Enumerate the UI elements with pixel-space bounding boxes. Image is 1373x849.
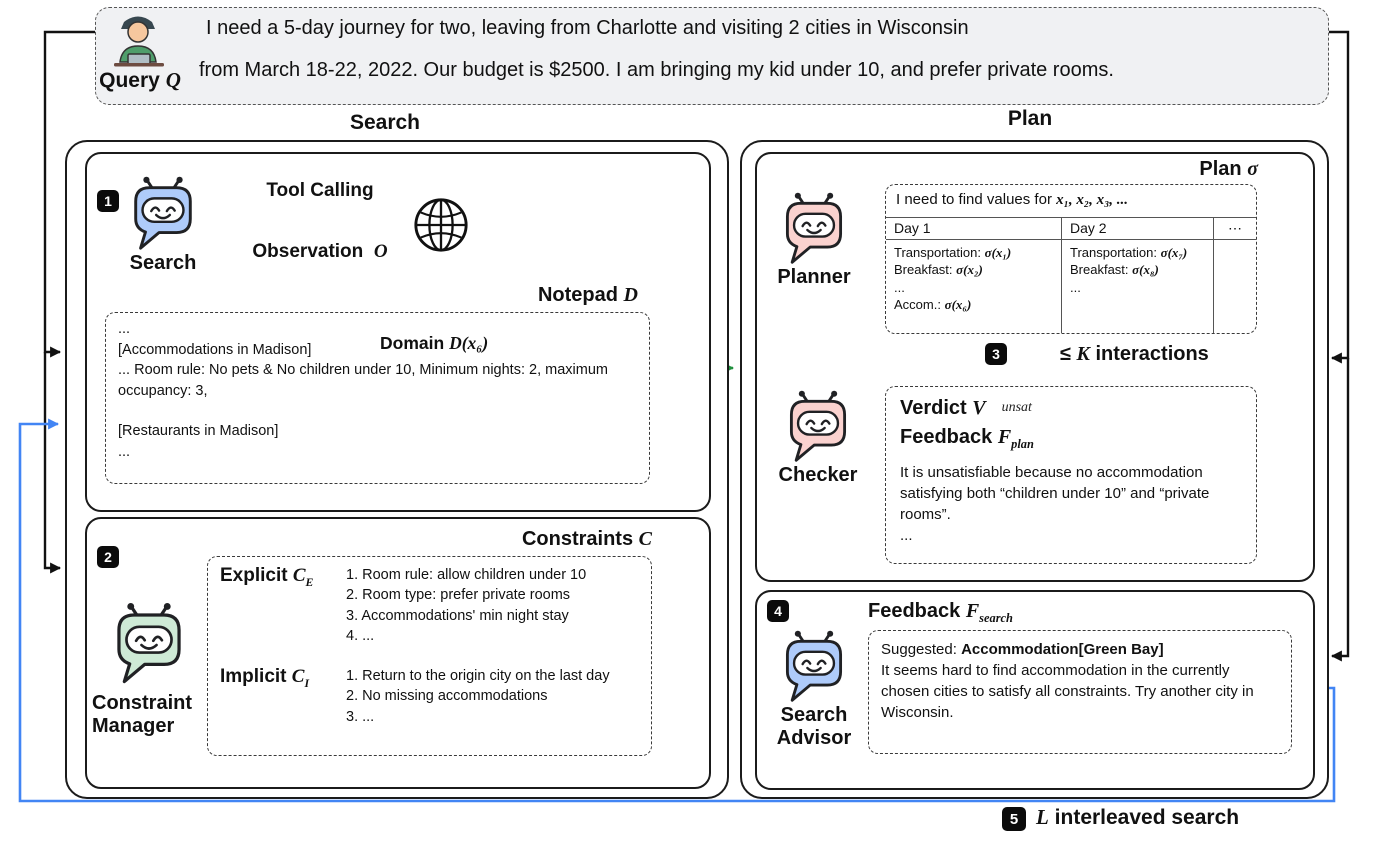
checker-label: Checker <box>778 464 858 486</box>
tool-calling-label: Tool Calling <box>266 180 374 201</box>
plan-table-day1-cell: Transportation: σ(x₁) Breakfast: σ(x₂) .… <box>886 240 1062 333</box>
step-badge-5: 5 <box>1002 807 1026 831</box>
arrow-query-to-search-box <box>43 30 95 358</box>
user-icon <box>114 16 164 67</box>
notepad-dots-bottom: ... <box>118 443 131 460</box>
constraint-manager-icon <box>117 603 181 684</box>
list-item: 1. Room rule: allow children under 10 <box>346 567 587 583</box>
verdict-value: unsat <box>1001 400 1032 415</box>
checker-icon <box>789 390 847 462</box>
constraints-title: Constraints C <box>521 528 652 550</box>
arrow-query-to-advisor-box <box>1330 358 1350 662</box>
checker-feedback-dots: ... <box>900 527 913 544</box>
k-interactions-label: ≤ K interactions <box>1060 343 1209 365</box>
arrow-query-to-constraints-box <box>43 352 62 574</box>
section-title-plan: Plan <box>1007 107 1053 130</box>
list-item: 3. ... <box>346 708 375 725</box>
step-badge-3: 3 <box>985 343 1007 365</box>
plan-table-header-day2: Day 2 <box>1062 217 1214 240</box>
search-advisor-label: Search Advisor <box>776 704 852 749</box>
plan-table-header-day1: Day 1 <box>886 217 1062 240</box>
plan-table-header-more: ⋯ <box>1214 217 1256 240</box>
notepad-title: Notepad D <box>537 284 638 306</box>
feedback-search-title: Feedback Fsearch <box>868 600 1013 625</box>
step-badge-2: 2 <box>97 546 119 568</box>
list-item: 1. Return to the origin city on the last… <box>346 668 610 685</box>
list-item: 4. ... <box>346 627 375 644</box>
planner-label: Planner <box>777 266 851 288</box>
arrow-query-to-plan-box <box>1327 30 1350 364</box>
list-item: 3. Accommodations' min night stay <box>346 607 569 624</box>
domain-annotation: Domain D(x₆) <box>380 333 489 353</box>
constraint-manager-label: Constraint Manager <box>92 692 192 737</box>
constraints-box: Explicit CE 1. Room rule: allow children… <box>207 556 652 756</box>
suggested-value: Accommodation[Green Bay] <box>961 641 1164 658</box>
search-advisor-icon <box>785 630 843 702</box>
planner-icon <box>785 192 843 264</box>
plan-table-day2-cell: Transportation: σ(x₇) Breakfast: σ(x₈) .… <box>1062 240 1214 333</box>
notepad-room-rule: ... Room rule: No pets & No children und… <box>118 362 608 399</box>
globe-icon <box>414 198 468 252</box>
query-label: Query Q <box>99 68 181 92</box>
query-text-line1: I need a 5-day journey for two, leaving … <box>206 17 969 39</box>
explicit-constraints-list: 1. Room rule: allow children under 10 2.… <box>346 565 643 646</box>
explicit-constraints-label: Explicit CE <box>220 565 314 589</box>
step-badge-1: 1 <box>97 190 119 212</box>
search-agent-icon <box>134 176 192 250</box>
query-text-line2: from March 18-22, 2022. Our budget is $2… <box>199 59 1114 81</box>
list-item: 2. Room type: prefer private rooms <box>346 587 571 604</box>
notepad-accommodations-header: [Accommodations in Madison] <box>118 341 312 358</box>
interleaved-search-label: L interleaved search <box>1036 805 1240 829</box>
search-advisor-text: It seems hard to find accommodation in t… <box>881 662 1254 721</box>
search-advisor-feedback-box: Suggested: Accommodation[Green Bay] It s… <box>868 630 1292 754</box>
implicit-constraints-label: Implicit CI <box>220 666 310 690</box>
suggested-line: Suggested: Accommodation[Green Bay] <box>881 641 1164 658</box>
feedback-plan-label: Feedback Fplan <box>900 426 1034 451</box>
implicit-constraints-list: 1. Return to the origin city on the last… <box>346 666 643 727</box>
plan-table: Day 1 Day 2 ⋯ Transportation: σ(x₁) Brea… <box>886 217 1256 333</box>
plan-intro: I need to find values for x₁, x₂, x₃, ..… <box>896 191 1129 208</box>
plan-table-more-cell <box>1214 240 1256 333</box>
step-badge-4: 4 <box>767 600 789 622</box>
observation-label: Observation O <box>252 241 388 262</box>
query-box <box>95 7 1329 105</box>
notepad-restaurants-header: [Restaurants in Madison] <box>118 423 279 440</box>
search-agent-label: Search <box>129 252 197 274</box>
list-item: 2. No missing accommodations <box>346 688 548 705</box>
plan-table-box: I need to find values for x₁, x₂, x₃, ..… <box>885 184 1257 334</box>
notepad-box: ... [Accommodations in Madison] ... Room… <box>105 312 650 484</box>
notepad-dots-top: ... <box>118 321 131 337</box>
plan-sigma-title: Plan σ <box>1199 158 1258 180</box>
checker-feedback-text: It is unsatisfiable because no accommoda… <box>900 464 1210 523</box>
section-title-search: Search <box>349 111 421 134</box>
